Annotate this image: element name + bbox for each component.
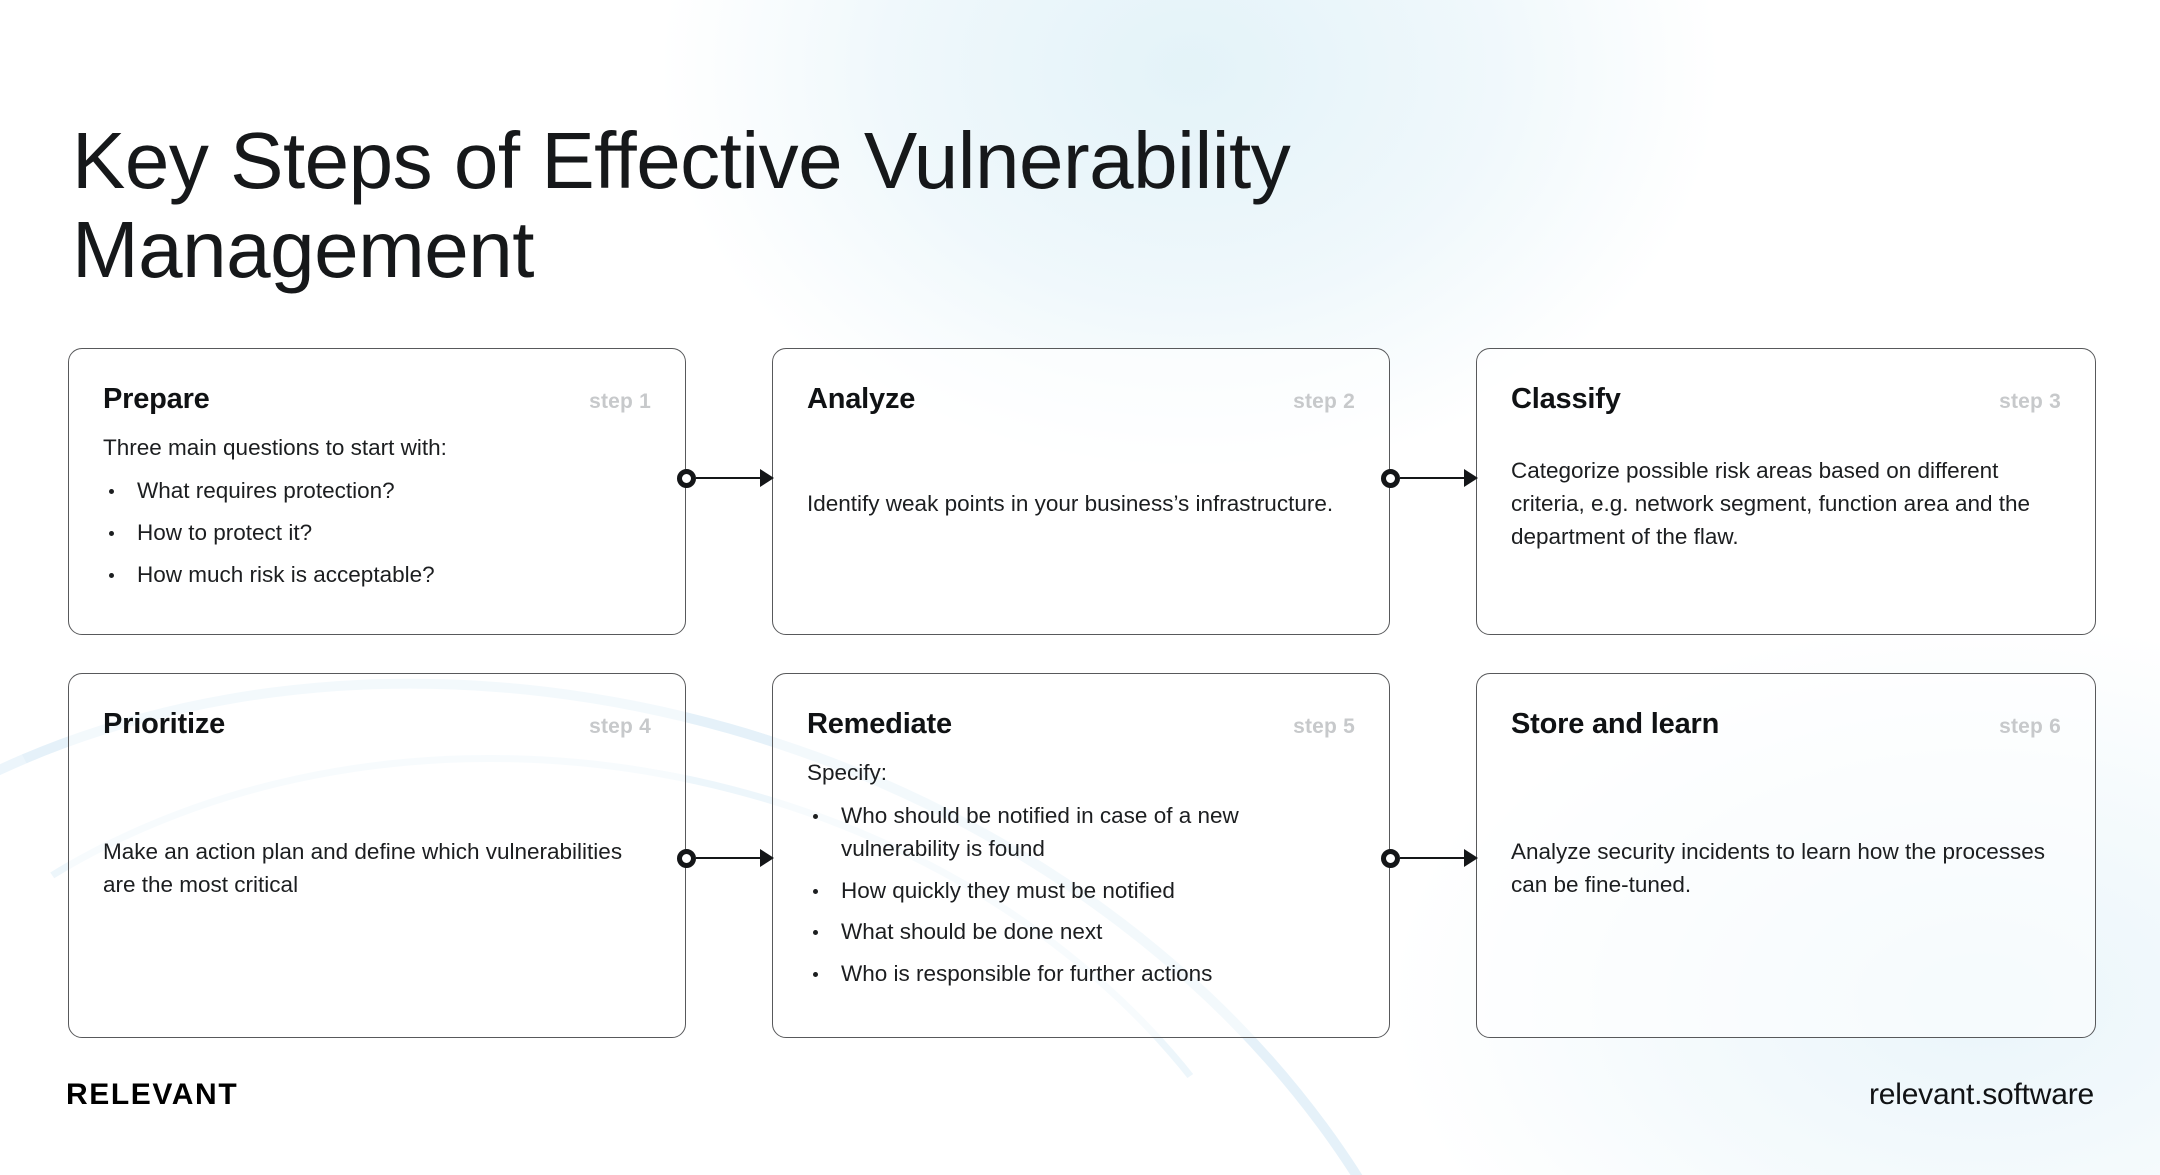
card-header: Prioritize step 4 — [103, 708, 651, 741]
arrow-right-icon — [1464, 469, 1478, 487]
card-intro: Specify: — [807, 760, 888, 785]
list-item: How much risk is acceptable? — [103, 559, 651, 592]
connector-ring-icon — [1381, 468, 1400, 488]
card-body: Categorize possible risk areas based on … — [1511, 416, 2061, 593]
brand-logo: RELEVANT — [66, 1078, 239, 1111]
card-body: Three main questions to start with: What… — [103, 432, 651, 591]
card-header: Store and learn step 6 — [1511, 708, 2061, 741]
step-badge: step 1 — [589, 390, 651, 413]
steps-grid: Prepare step 1 Three main questions to s… — [68, 348, 2096, 1038]
list-item: Who is responsible for further actions — [807, 958, 1355, 991]
card-paragraph: Identify weak points in your business’s … — [807, 491, 1334, 517]
step-badge: step 2 — [1293, 390, 1355, 413]
connector-ring-icon — [1381, 848, 1400, 868]
connector-prioritize-to-remediate — [677, 845, 774, 871]
card-bullet-list: Who should be notified in case of a new … — [807, 800, 1355, 991]
card-paragraph: Make an action plan and define which vul… — [103, 838, 623, 897]
card-header: Remediate step 5 — [807, 708, 1355, 741]
step-card-store-and-learn[interactable]: Store and learn step 6 Analyze security … — [1476, 673, 2096, 1038]
list-item: How quickly they must be notified — [807, 875, 1355, 908]
card-body: Make an action plan and define which vul… — [103, 741, 651, 996]
card-paragraph: Categorize possible risk areas based on … — [1511, 458, 2031, 549]
connector-line — [696, 856, 761, 860]
page-title: Key Steps of Effective Vulnerability Man… — [72, 115, 1291, 295]
card-title: Prepare — [103, 383, 210, 415]
card-bullet-list: What requires protection? How to protect… — [103, 475, 651, 592]
step-card-analyze[interactable]: Analyze step 2 Identify weak points in y… — [772, 348, 1390, 635]
step-card-prepare[interactable]: Prepare step 1 Three main questions to s… — [68, 348, 686, 635]
step-card-remediate[interactable]: Remediate step 5 Specify: Who should be … — [772, 673, 1390, 1038]
card-paragraph: Analyze security incidents to learn how … — [1511, 838, 2046, 897]
card-intro: Three main questions to start with: — [103, 435, 447, 460]
card-header: Prepare step 1 — [103, 383, 651, 416]
connector-remediate-to-store-and-learn — [1381, 845, 1478, 871]
step-badge: step 3 — [1999, 390, 2061, 413]
card-title: Remediate — [807, 708, 952, 740]
step-badge: step 4 — [589, 715, 651, 738]
step-badge: step 5 — [1293, 715, 1355, 738]
list-item: How to protect it? — [103, 517, 651, 550]
connector-line — [1400, 476, 1465, 480]
step-card-classify[interactable]: Classify step 3 Categorize possible risk… — [1476, 348, 2096, 635]
card-title: Store and learn — [1511, 708, 1720, 740]
arrow-right-icon — [760, 849, 774, 867]
connector-line — [1400, 856, 1465, 860]
card-title: Analyze — [807, 383, 916, 415]
list-item: Who should be notified in case of a new … — [807, 800, 1355, 866]
card-title: Classify — [1511, 383, 1621, 415]
step-card-prioritize[interactable]: Prioritize step 4 Make an action plan an… — [68, 673, 686, 1038]
brand-url[interactable]: relevant.software — [1868, 1078, 2094, 1111]
connector-line — [696, 476, 761, 480]
connector-analyze-to-classify — [1381, 465, 1478, 491]
card-title: Prioritize — [103, 708, 226, 740]
card-header: Classify step 3 — [1511, 383, 2061, 416]
card-body: Identify weak points in your business’s … — [807, 416, 1355, 593]
list-item: What requires protection? — [103, 475, 651, 508]
step-badge: step 6 — [1999, 715, 2061, 738]
card-body: Analyze security incidents to learn how … — [1511, 741, 2061, 996]
connector-ring-icon — [677, 848, 696, 868]
arrow-right-icon — [760, 469, 774, 487]
arrow-right-icon — [1464, 849, 1478, 867]
card-body: Specify: Who should be notified in case … — [807, 757, 1355, 991]
connector-prepare-to-analyze — [677, 465, 774, 491]
connector-ring-icon — [677, 468, 696, 488]
list-item: What should be done next — [807, 916, 1355, 949]
card-header: Analyze step 2 — [807, 383, 1355, 416]
